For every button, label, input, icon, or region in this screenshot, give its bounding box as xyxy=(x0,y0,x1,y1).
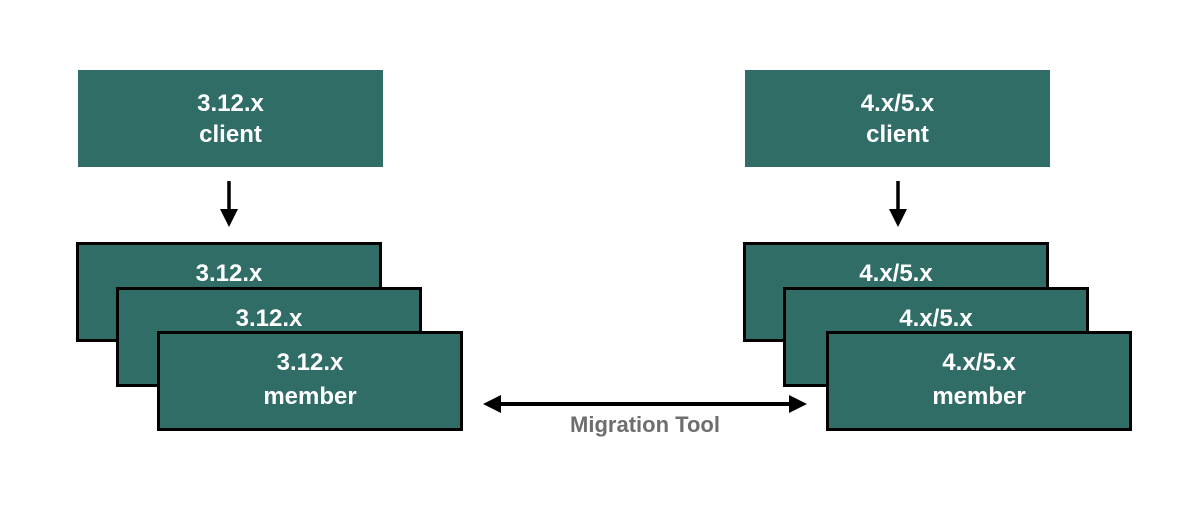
client-role-label: client xyxy=(866,120,929,148)
client-box-312: 3.12.x client xyxy=(78,70,383,167)
member-role-label: member xyxy=(932,383,1026,410)
member-version-label: 4.x/5.x xyxy=(942,349,1016,376)
double-arrow-icon xyxy=(483,395,807,413)
member-box-front: 3.12.x member xyxy=(157,331,463,431)
down-arrow-icon xyxy=(889,181,907,227)
member-box-front: 4.x/5.x member xyxy=(826,331,1132,431)
member-version-label: 4.x/5.x xyxy=(899,305,973,332)
client-role-label: client xyxy=(199,120,262,148)
member-role-label: member xyxy=(263,383,357,410)
member-version-label: 3.12.x xyxy=(235,305,303,332)
member-version-label: 3.12.x xyxy=(195,260,263,287)
down-arrow-icon xyxy=(220,181,238,227)
client-version-label: 4.x/5.x xyxy=(860,89,935,117)
member-version-label: 3.12.x xyxy=(276,349,344,376)
migration-tool-label: Migration Tool xyxy=(570,412,720,437)
client-box-4x5x: 4.x/5.x client xyxy=(745,70,1050,167)
client-version-label: 3.12.x xyxy=(197,89,264,117)
member-version-label: 4.x/5.x xyxy=(859,260,933,287)
